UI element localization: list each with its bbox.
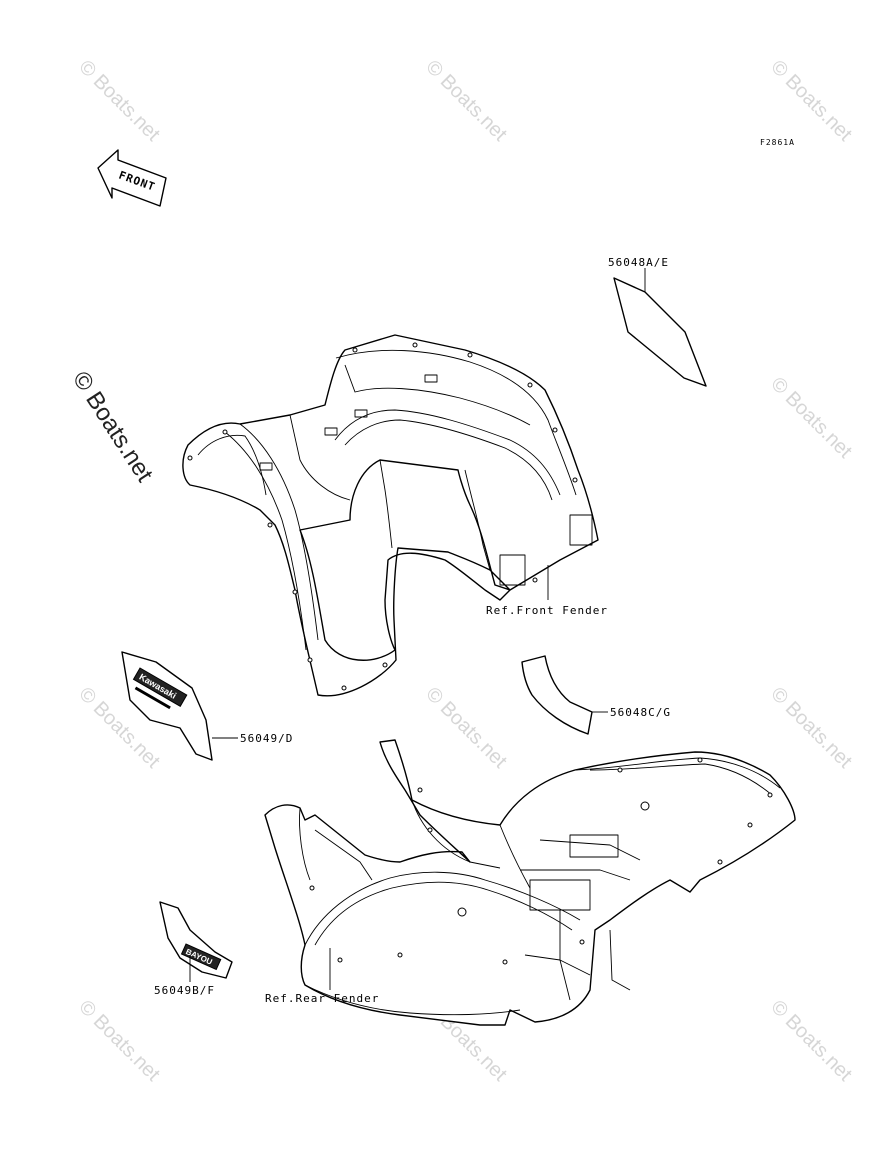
callout-56049-D: 56049/D (240, 732, 293, 745)
front-fender-decal: 56048A/E (608, 256, 707, 387)
front-arrow-icon: FRONT (97, 149, 167, 207)
callout-56048A-E: 56048A/E (608, 256, 669, 269)
watermark-text: © Boats.net (421, 683, 511, 773)
main-watermark: © Boats.net (67, 367, 158, 487)
rear-fender: Ref.Rear Fender (264, 739, 796, 1026)
callout-front-fender-ref: Ref.Front Fender (486, 604, 608, 617)
watermark-text: © Boats.net (74, 56, 164, 146)
watermark-text: © Boats.net (74, 996, 164, 1086)
watermark-text: © Boats.net (766, 56, 856, 146)
watermark-text: © Boats.net (766, 996, 856, 1086)
bayou-decal: BAYOU 56049B/F (154, 901, 233, 997)
front-fender: Ref.Front Fender (182, 334, 608, 697)
callout-56049B-F: 56049B/F (154, 984, 215, 997)
figure-id: F2861A (760, 138, 795, 147)
kawasaki-decal: Kawasaki 56049/D (121, 651, 293, 761)
callout-56048C-G: 56048C/G (610, 706, 671, 719)
watermark-text: © Boats.net (421, 56, 511, 146)
callout-rear-fender-ref: Ref.Rear Fender (265, 992, 379, 1005)
watermark-text: © Boats.net (766, 683, 856, 773)
watermark-text: © Boats.net (766, 373, 856, 463)
side-decal: 56048C/G (521, 655, 671, 735)
